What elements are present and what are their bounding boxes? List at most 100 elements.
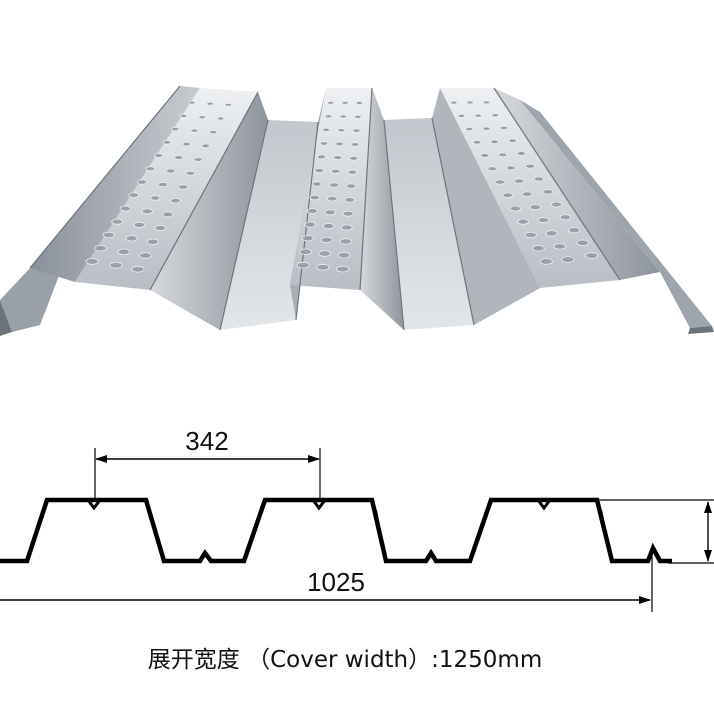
panel-left-lip	[0, 300, 12, 336]
panel-left-edge	[0, 268, 62, 332]
embossment	[524, 231, 537, 238]
caption-cover-label: （Cover width）	[247, 647, 432, 673]
rib-3-top	[440, 88, 620, 288]
embossment	[561, 256, 575, 263]
embossment	[190, 128, 199, 133]
embossment	[320, 236, 333, 243]
embossment	[327, 100, 335, 105]
embossment	[102, 231, 115, 238]
profile-wall-stiffeners	[149, 509, 610, 549]
embossment	[206, 101, 214, 106]
embossment-pattern	[85, 100, 599, 273]
embossment	[174, 155, 184, 161]
embossment	[133, 221, 146, 228]
embossment	[154, 153, 164, 158]
embossment	[216, 116, 225, 121]
embossment	[576, 239, 590, 246]
embossment	[521, 191, 533, 197]
embossment	[349, 155, 359, 161]
embossment	[209, 130, 218, 135]
embossment	[502, 192, 514, 198]
embossment	[162, 211, 174, 218]
embossment	[465, 127, 474, 132]
panel-right-edge	[520, 100, 712, 328]
embossment	[537, 217, 550, 224]
embossment	[306, 208, 318, 215]
embossment	[146, 238, 159, 245]
embossment	[339, 238, 352, 245]
embossment	[193, 157, 203, 163]
embossment	[316, 263, 330, 271]
embossment	[154, 225, 167, 232]
embossment	[347, 169, 358, 175]
embossment	[498, 152, 508, 158]
embossment	[177, 184, 189, 190]
embossment	[170, 197, 181, 204]
embossment	[491, 113, 500, 118]
embossment	[340, 224, 353, 231]
rib-2-right-wall	[360, 88, 404, 330]
embossment	[339, 114, 348, 119]
embossment	[479, 153, 490, 158]
embossment	[355, 101, 363, 105]
embossment	[494, 179, 506, 185]
embossment	[584, 252, 599, 259]
embossment	[337, 251, 351, 259]
embossment	[157, 181, 169, 188]
embossment	[319, 141, 329, 146]
embossment	[145, 166, 156, 172]
embossment	[171, 127, 180, 132]
dimension-rib-spacing: 342	[94, 426, 321, 500]
total-width-label: 1025	[307, 567, 365, 597]
embossment	[328, 182, 340, 188]
embossment	[550, 201, 563, 208]
profile-crest-1	[86, 499, 102, 511]
embossment	[119, 205, 132, 212]
embossment	[166, 168, 176, 174]
embossment	[482, 126, 491, 131]
embossment	[128, 192, 140, 198]
embossment	[125, 235, 138, 242]
panel-edge-lines	[29, 85, 621, 331]
embossment	[131, 265, 145, 273]
embossment	[304, 221, 316, 228]
rib-3-left-wall	[432, 88, 540, 325]
embossment	[350, 142, 360, 147]
cover-width-caption: 展开宽度 （Cover width）:1250mm	[0, 640, 690, 674]
rib-3	[432, 88, 660, 325]
embossment	[490, 139, 499, 145]
embossment	[185, 170, 196, 176]
caption-value: :1250mm	[431, 647, 543, 673]
embossment	[345, 183, 357, 189]
embossment	[509, 205, 522, 212]
embossment	[324, 114, 333, 119]
embossment	[324, 209, 336, 216]
dimension-total-width: 1025	[0, 556, 653, 612]
rib-1-top	[75, 88, 258, 290]
embossment	[318, 250, 332, 257]
embossment	[482, 100, 490, 105]
embossment	[341, 100, 349, 105]
embossment	[354, 114, 362, 119]
embossment	[472, 140, 482, 145]
valley-2	[384, 118, 474, 330]
embossment	[529, 204, 541, 211]
embossment	[336, 265, 350, 273]
embossment	[311, 181, 323, 187]
embossment	[533, 176, 545, 182]
embossment	[224, 102, 232, 107]
embossment	[559, 214, 572, 221]
profile-line	[0, 497, 672, 564]
profile-crest-3	[536, 499, 552, 511]
embossment	[333, 155, 343, 161]
embossment	[330, 168, 341, 174]
embossment	[352, 128, 361, 133]
embossment	[117, 248, 131, 255]
profile-section: 342 1025	[0, 426, 714, 612]
dimension-height	[598, 499, 714, 564]
embossment	[139, 252, 152, 259]
embossment	[188, 100, 196, 105]
embossment	[201, 143, 210, 149]
embossment	[309, 194, 321, 201]
